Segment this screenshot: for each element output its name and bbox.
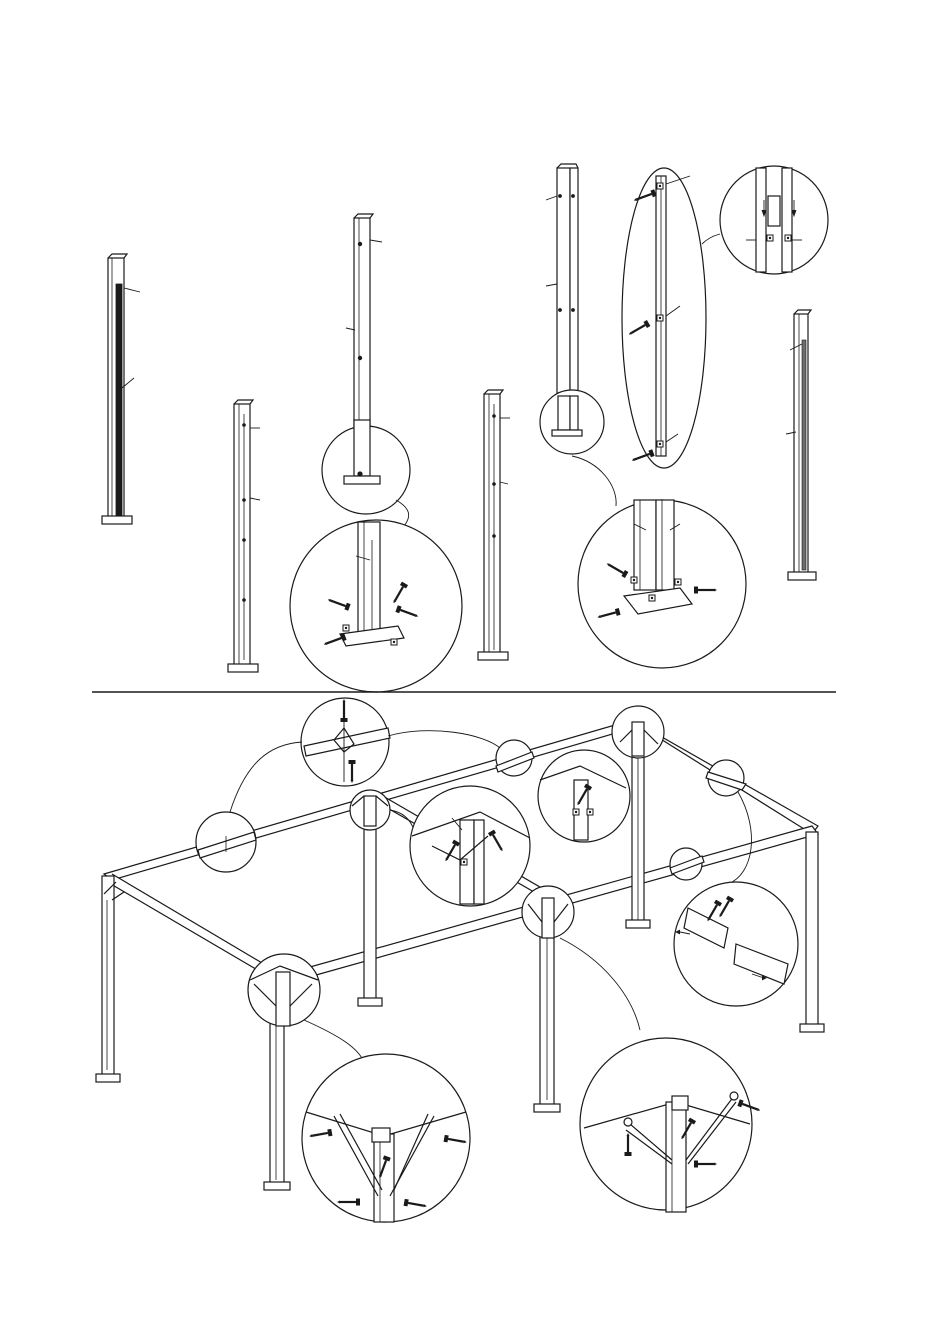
zoom-circle-beam-joint-mid xyxy=(496,740,534,776)
post-right-single xyxy=(786,310,816,580)
zoom-circle-front-joint xyxy=(670,848,704,880)
zoom-circle-middle-post xyxy=(350,790,390,830)
zoom-circle-corner-back xyxy=(612,706,664,758)
zoom-circle-middle-bracket xyxy=(522,886,574,938)
step-1-posts xyxy=(102,164,828,692)
post-with-base-detail xyxy=(290,214,462,692)
zoom-circle-brace-bolts-left xyxy=(302,1054,470,1222)
post-pair-assembly xyxy=(540,164,828,668)
zoom-circle-front-corner xyxy=(248,954,320,1026)
post-double-holes xyxy=(228,400,260,672)
zoom-circle-beam-joint-top xyxy=(301,698,390,786)
post-single-channel xyxy=(102,254,140,524)
post-double-channel xyxy=(478,390,510,660)
step-2-frame xyxy=(96,698,824,1222)
zoom-circle-brace-bolts-right xyxy=(580,1038,761,1212)
zoom-circle-bracket-bolts xyxy=(410,786,530,906)
zoom-circle-corner-detail xyxy=(538,750,630,842)
zoom-circle-splice-detail xyxy=(674,882,798,1006)
zoom-circle-beam-joint-left xyxy=(196,812,256,872)
